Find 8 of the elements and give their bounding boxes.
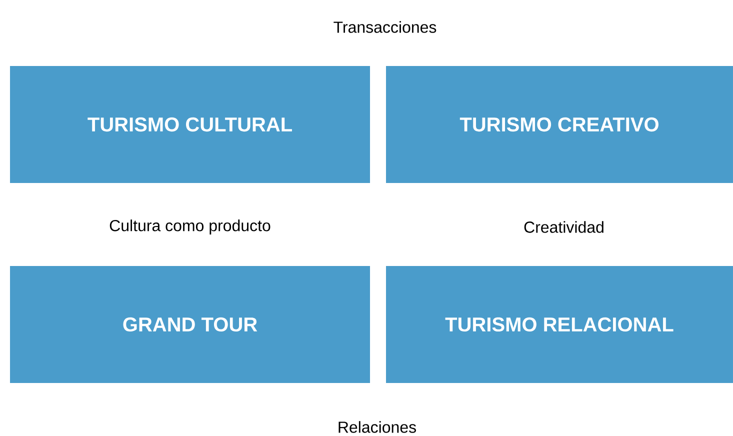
axis-label: Creatividad	[524, 221, 604, 233]
axis-label: Transacciones	[334, 21, 436, 33]
category-box: GRAND TOUR	[10, 266, 370, 383]
axis-label: Relaciones	[338, 421, 416, 433]
category-box: TURISMO CREATIVO	[386, 66, 733, 183]
category-box: TURISMO RELACIONAL	[386, 266, 733, 383]
axis-label: Cultura como producto	[110, 220, 270, 234]
category-box: TURISMO CULTURAL	[10, 66, 370, 183]
